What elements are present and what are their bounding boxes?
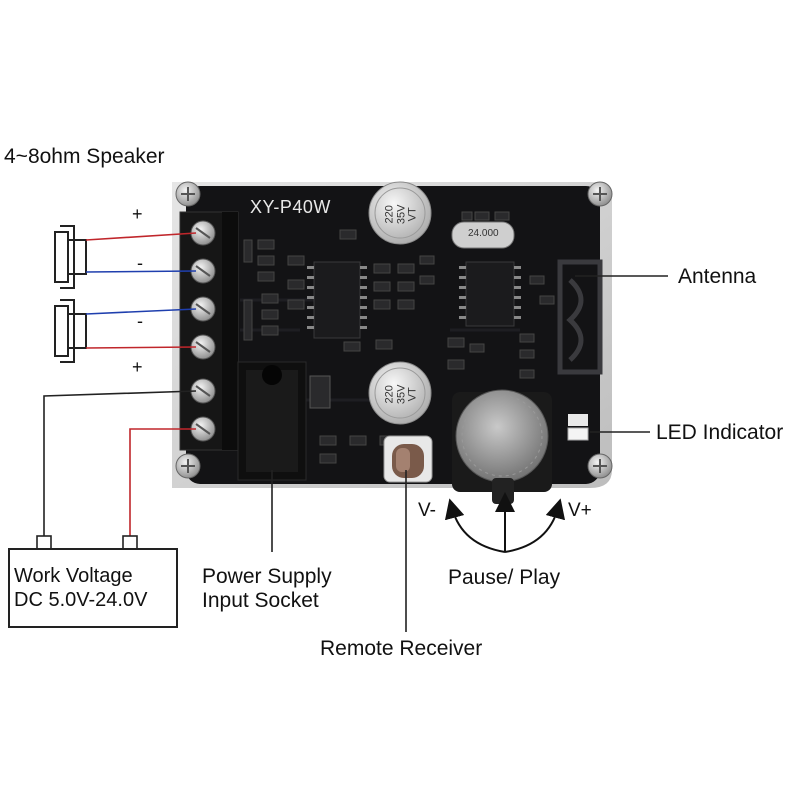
power-wires xyxy=(36,390,197,551)
power-supply-box xyxy=(8,548,178,628)
power-socket-label: Power Supply Input Socket xyxy=(202,565,332,613)
capacitor-brand: VT xyxy=(406,387,419,402)
led xyxy=(567,414,589,441)
smd-components xyxy=(243,211,555,464)
volume-up-label: V+ xyxy=(568,500,592,521)
antenna-label: Antenna xyxy=(678,265,757,288)
terminal-block xyxy=(179,211,239,451)
capacitor xyxy=(368,181,432,245)
capacitor-marking: 220 35V VT xyxy=(383,196,420,232)
mounting-screw xyxy=(175,181,201,207)
speaker-label: 4~8ohm Speaker xyxy=(4,145,165,168)
work-voltage-label: Work Voltage DC 5.0V-24.0V xyxy=(14,564,179,613)
bluetooth-ic xyxy=(459,261,521,327)
amplifier-ic xyxy=(307,261,367,339)
crystal-oscillator xyxy=(451,221,515,249)
speaker2-minus-sign: - xyxy=(137,311,143,331)
pause-play-label: Pause/ Play xyxy=(448,566,561,589)
speaker1-minus-sign: - xyxy=(137,253,143,273)
mounting-screw xyxy=(587,453,613,479)
ir-receiver xyxy=(383,435,433,483)
work-voltage-line1: Work Voltage xyxy=(14,565,133,587)
volume-arrows xyxy=(444,492,566,553)
capacitor-value: 220 xyxy=(383,385,396,404)
speaker-icon xyxy=(54,225,87,289)
crystal-marking: 24.000 xyxy=(468,228,499,239)
mounting-screw xyxy=(175,453,201,479)
board-model-label: XY-P40W xyxy=(250,197,331,217)
mounting-screw xyxy=(587,181,613,207)
capacitor-value: 220 xyxy=(383,205,396,224)
rotary-knob xyxy=(452,389,552,504)
dc-power-jack xyxy=(237,361,307,481)
capacitor-brand: VT xyxy=(406,207,419,222)
speaker2-plus-sign: + xyxy=(132,357,143,377)
capacitor xyxy=(368,361,432,425)
capacitor-marking: 220 35V VT xyxy=(383,376,420,412)
volume-down-label: V- xyxy=(418,500,436,521)
power-socket-line2: Input Socket xyxy=(202,589,319,613)
work-voltage-line2: DC 5.0V-24.0V xyxy=(14,589,148,612)
remote-receiver-label: Remote Receiver xyxy=(320,637,483,660)
antenna-trace xyxy=(557,259,603,375)
power-socket-line1: Power Supply xyxy=(202,565,332,588)
speaker1-plus-sign: + xyxy=(132,204,143,224)
diode xyxy=(309,375,331,409)
led-indicator-label: LED Indicator xyxy=(656,421,784,444)
speaker-icon xyxy=(54,299,87,363)
speaker-wires xyxy=(85,232,197,349)
